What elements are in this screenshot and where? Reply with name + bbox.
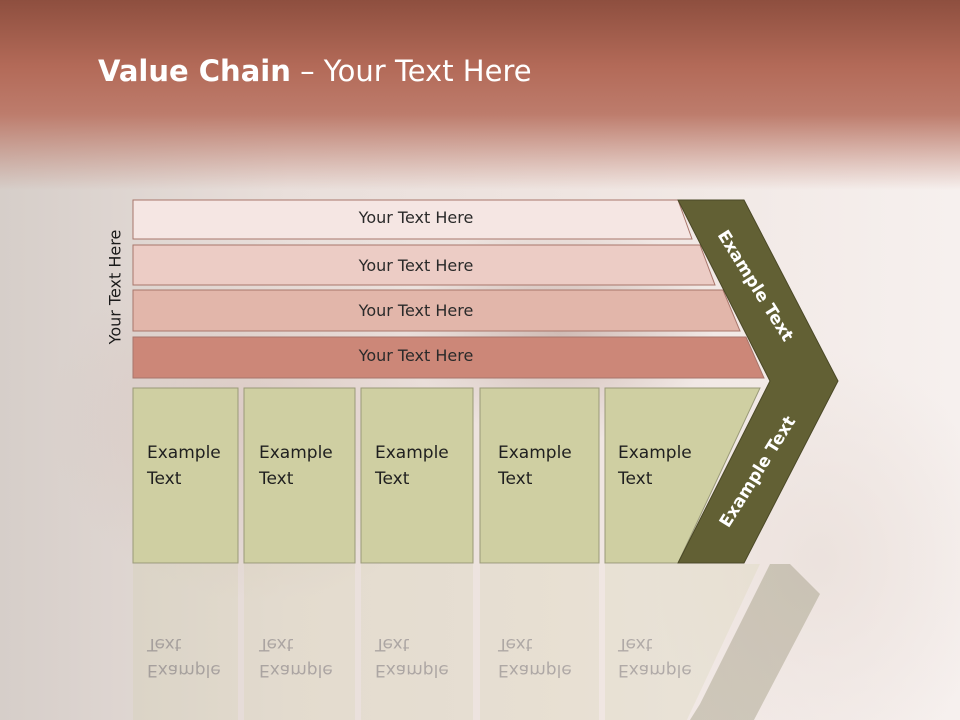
column-label-5-line2: Text: [618, 469, 653, 489]
reflection-column-1: [133, 564, 238, 720]
row-bar-1[interactable]: [132, 199, 693, 240]
reflection-column-2: [244, 564, 355, 720]
column-label-5-line1: Example: [618, 443, 692, 463]
row-bar-2[interactable]: [132, 244, 716, 286]
reflection-label-3: Example Text: [375, 631, 449, 683]
row-bar-4[interactable]: [132, 336, 765, 379]
reflection-label-3-line2: Text: [375, 634, 410, 654]
column-label-4-line1: Example: [498, 443, 572, 463]
reflection-label-2-line1: Example: [259, 660, 333, 680]
column-label-1-line2: Text: [147, 469, 182, 489]
row-label-3: Your Text Here: [358, 301, 474, 320]
column-label-3-line2: Text: [375, 469, 410, 489]
reflection-label-1: Example Text: [147, 631, 221, 683]
column-label-2-line2: Text: [259, 469, 294, 489]
reflection-label-5: Example Text: [618, 631, 692, 683]
reflection-label-2-line2: Text: [259, 634, 294, 654]
column-box-1[interactable]: [132, 387, 239, 564]
title-band: [0, 0, 960, 190]
reflection-label-3-line1: Example: [375, 660, 449, 680]
column-box-4[interactable]: [479, 387, 600, 564]
chevron-arrow[interactable]: [677, 199, 839, 564]
column-box-2[interactable]: [243, 387, 356, 564]
reflection-label-4-line2: Text: [498, 634, 533, 654]
title-rest: – Your Text Here: [290, 54, 532, 88]
title-bold: Value Chain: [98, 54, 291, 88]
column-box-3[interactable]: [360, 387, 474, 564]
reflection-column-5: [605, 564, 760, 720]
reflection-chevron: [678, 564, 820, 720]
reflection-flip: Example Text Example Text Example Text Exam…: [0, 564, 960, 720]
reflection-shapes: [133, 564, 820, 720]
column-label-2-line1: Example: [259, 443, 333, 463]
page-title: Value Chain – Your Text Here: [98, 54, 532, 88]
reflection-column-3: [361, 564, 473, 720]
diagram-reflection: Example Text Example Text Example Text Exam…: [0, 564, 960, 720]
column-label-3-line1: Example: [375, 443, 449, 463]
reflection-label-4-line1: Example: [498, 660, 572, 680]
row-bar-3[interactable]: [132, 289, 741, 332]
column-label-4-line2: Text: [498, 469, 533, 489]
row-label-4: Your Text Here: [358, 346, 474, 365]
column-label-1-line1: Example: [147, 443, 221, 463]
reflection-label-5-line2: Text: [618, 634, 653, 654]
reflection-label-4: Example Text: [498, 631, 572, 683]
reflection-label-1-line2: Text: [147, 634, 182, 654]
row-label-2: Your Text Here: [358, 256, 474, 275]
row-label-1: Your Text Here: [358, 208, 474, 227]
reflection-label-2: Example Text: [259, 631, 333, 683]
reflection-label-5-line1: Example: [618, 660, 692, 680]
reflection-column-4: [480, 564, 599, 720]
reflection-label-1-line1: Example: [147, 660, 221, 680]
